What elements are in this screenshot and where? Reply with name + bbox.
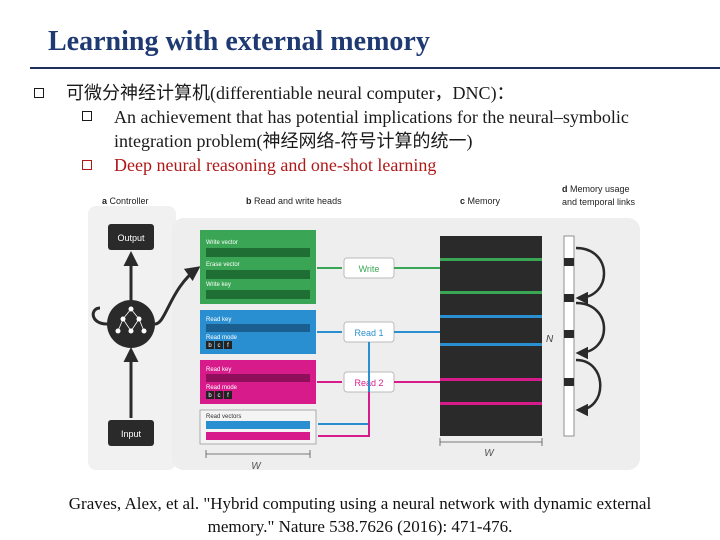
mode-b-1: b	[208, 343, 212, 349]
panel-d-letter: d	[562, 184, 568, 194]
temporal-link-arrow	[575, 301, 606, 360]
title-underline	[30, 67, 720, 69]
dnc-architecture-diagram: a Controller b Read and write heads c Me…	[88, 184, 640, 472]
output-box	[108, 224, 154, 250]
read1-op-label: Read 1	[354, 328, 383, 338]
erase-vector-label: Erase vector	[206, 262, 240, 268]
svg-text:c Memory: c Memory	[460, 196, 501, 206]
svg-text:b Read and write heads: b Read and write heads	[246, 196, 342, 206]
output-label: Output	[117, 233, 145, 243]
bullet-reasoning: Deep neural reasoning and one-shot learn…	[114, 155, 437, 175]
bullet-achievement: An achievement that has potential implic…	[114, 107, 629, 127]
read-vectors-label: Read vectors	[206, 414, 241, 420]
panel-a-letter: a	[102, 196, 108, 206]
read-key-2-label: Read key	[206, 367, 231, 373]
citation: Graves, Alex, et al. "Hybrid computing u…	[20, 492, 700, 538]
panel-d-title-1: Memory usage	[570, 184, 630, 194]
read-key-1-label: Read key	[206, 317, 231, 323]
memory-matrix	[440, 236, 542, 436]
write-key-label: Write key	[206, 282, 231, 288]
bullet-box-icon	[34, 88, 44, 98]
panel-b-title: Read and write heads	[254, 196, 342, 206]
mode-b-2: b	[208, 393, 212, 399]
temporal-link-arrow	[575, 358, 602, 417]
mode-c-1: c	[218, 343, 221, 349]
panel-a-title: Controller	[110, 196, 149, 206]
bullet-box-icon	[82, 160, 92, 170]
input-box	[108, 420, 154, 446]
mode-f-1: f	[227, 343, 229, 349]
svg-text:d Memory usage: d Memory usage	[562, 184, 630, 194]
bullet-achievement-cont: integration problem(神经网络-符号计算的统一)	[114, 131, 473, 151]
panel-b-letter: b	[246, 196, 252, 206]
mode-f-2: f	[227, 393, 229, 399]
read-mode-1-label: Read mode	[206, 335, 238, 341]
controller-network-node	[107, 300, 155, 348]
temporal-link-arrow	[575, 246, 606, 305]
panel-c-letter: c	[460, 196, 465, 206]
panel-c-title: Memory	[468, 196, 501, 206]
write-vector-label: Write vector	[206, 240, 238, 246]
panel-d-title-2: and temporal links	[562, 197, 636, 207]
citation-line-1: Graves, Alex, et al. "Hybrid computing u…	[68, 494, 652, 513]
input-label: Input	[121, 429, 142, 439]
bullet-box-icon	[82, 111, 92, 121]
citation-line-2: memory." Nature 538.7626 (2016): 471-476…	[207, 517, 513, 536]
read-mode-2-label: Read mode	[206, 385, 238, 391]
mode-c-2: c	[218, 393, 221, 399]
write-op-label: Write	[359, 264, 380, 274]
svg-text:a Controller: a Controller	[102, 196, 149, 206]
memory-rows-label: N	[546, 334, 554, 345]
head-width-label: W	[251, 461, 262, 472]
slide-title: Learning with external memory	[48, 26, 430, 57]
memory-width-label: W	[484, 448, 495, 459]
bullet-dnc: 可微分神经计算机(differentiable neural computer，…	[66, 83, 515, 103]
